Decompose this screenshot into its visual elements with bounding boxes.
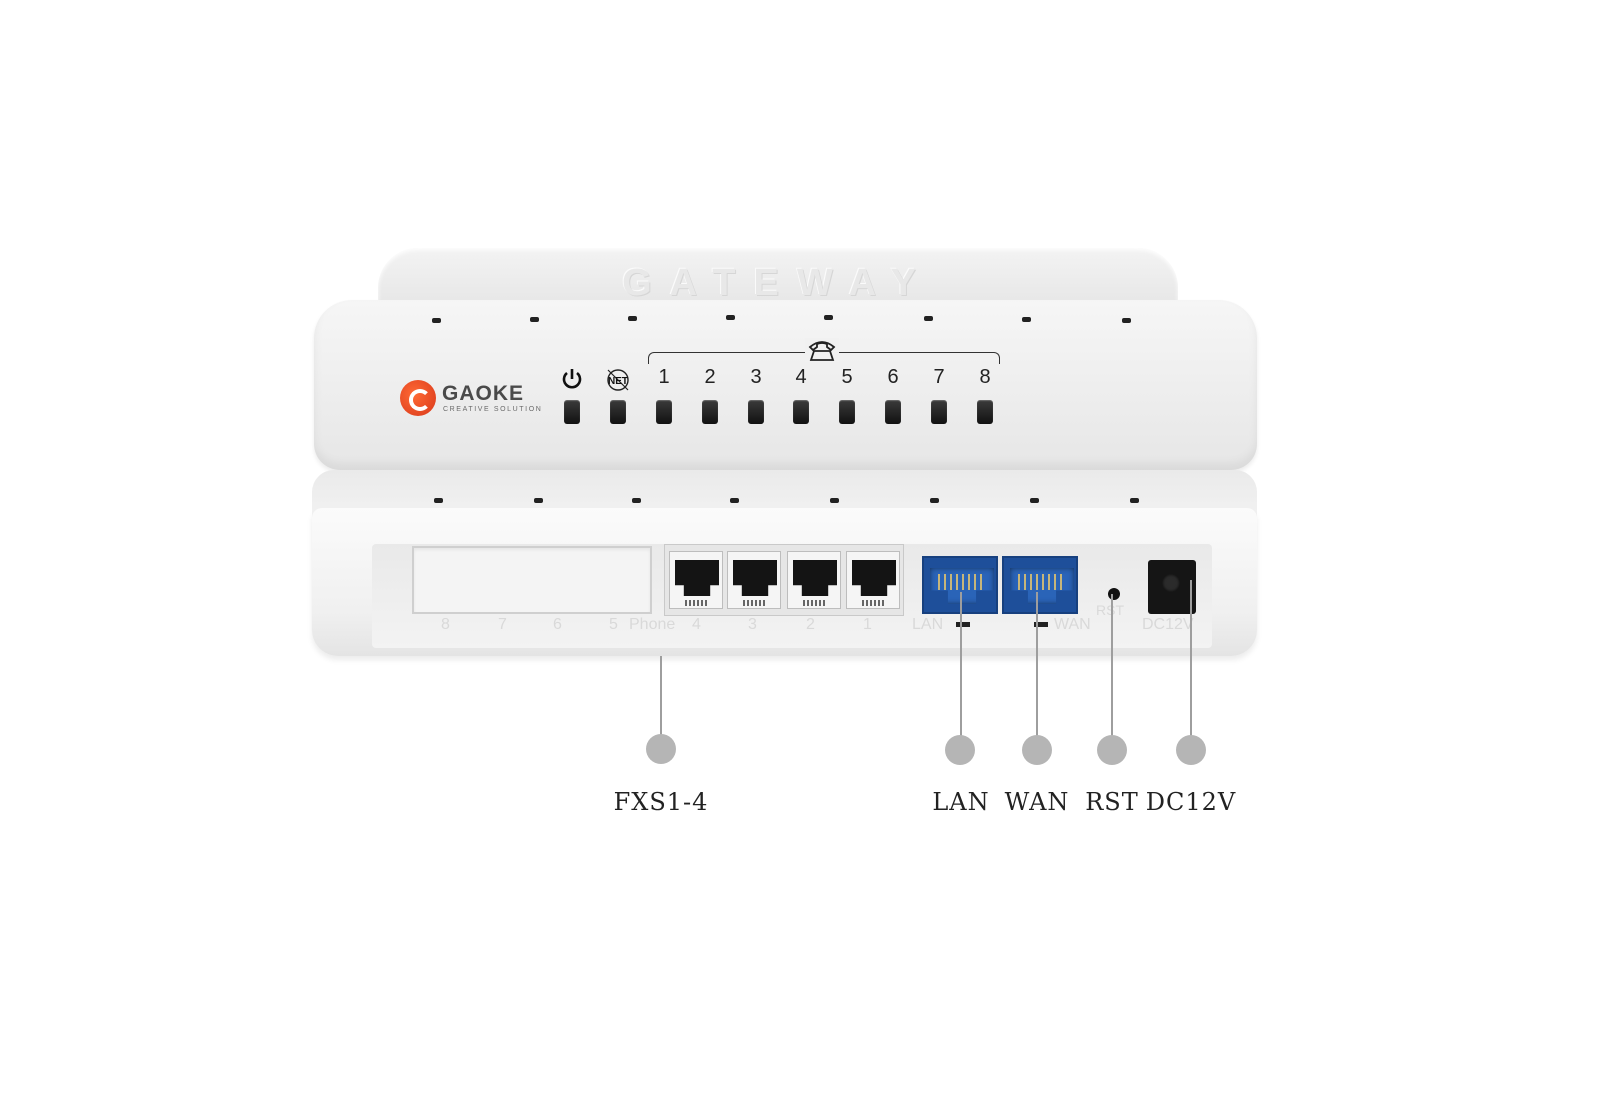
vent-slot <box>628 316 637 321</box>
led-line-7 <box>931 400 947 424</box>
callout-line-dc <box>1190 580 1192 748</box>
logo-mark-icon <box>400 380 436 416</box>
vent-slot <box>530 317 539 322</box>
callout-dot-fxs <box>646 734 676 764</box>
fxs-port-3[interactable] <box>727 551 781 609</box>
lan-led <box>956 622 970 627</box>
vent-slot <box>1130 498 1139 503</box>
indicator-line-2: 2 <box>698 358 722 428</box>
rear-label-1: 1 <box>863 616 872 633</box>
callout-dot-lan <box>945 735 975 765</box>
led-line-4 <box>793 400 809 424</box>
rear-label-lan: LAN <box>912 616 944 633</box>
vent-slot <box>830 498 839 503</box>
brand-tagline: CREATIVE SOLUTION <box>443 406 543 413</box>
vent-slot <box>824 315 833 320</box>
indicator-line-1: 1 <box>652 358 676 428</box>
blank-expansion-plate <box>412 546 652 614</box>
callout-label-wan: WAN <box>1004 788 1070 816</box>
indicator-row: NET 1 2 3 4 5 <box>560 358 1020 428</box>
rear-label-7: 7 <box>498 616 507 633</box>
rear-label-3: 3 <box>748 616 757 633</box>
rear-label-2: 2 <box>806 616 815 633</box>
vent-slot <box>726 315 735 320</box>
indicator-line-8: 8 <box>973 358 997 428</box>
dc-power-jack[interactable] <box>1148 560 1196 614</box>
vent-slot <box>434 498 443 503</box>
indicator-label: 7 <box>933 366 945 388</box>
vent-slot <box>730 498 739 503</box>
vent-slot <box>534 498 543 503</box>
indicator-label: 8 <box>979 366 991 388</box>
vent-slot <box>1030 498 1039 503</box>
indicator-label: 4 <box>795 366 807 388</box>
rear-label-5: 5 <box>609 616 618 633</box>
callout-label-lan: LAN <box>932 788 990 816</box>
led-line-2 <box>702 400 718 424</box>
fxs-port-1[interactable] <box>846 551 900 609</box>
power-icon <box>560 366 584 398</box>
rear-label-rst: RST <box>1096 602 1124 618</box>
led-line-3 <box>748 400 764 424</box>
lan-port[interactable] <box>922 556 998 614</box>
callout-label-rst: RST <box>1085 788 1139 816</box>
callout-dot-rst <box>1097 735 1127 765</box>
vent-slot <box>432 318 441 323</box>
reset-button[interactable] <box>1108 588 1120 600</box>
rear-label-wan: WAN <box>1054 616 1091 633</box>
rear-label-phone: Phone <box>629 616 676 633</box>
callout-line-rst <box>1111 594 1113 748</box>
wan-led <box>1034 622 1048 627</box>
callout-line-lan <box>960 592 962 748</box>
indicator-label: 3 <box>750 366 762 388</box>
led-net <box>610 400 626 424</box>
vent-slot <box>930 498 939 503</box>
callout-dot-wan <box>1022 735 1052 765</box>
brand-name: GAOKE <box>442 382 525 405</box>
rear-label-8: 8 <box>441 616 450 633</box>
callout-label-fxs: FXS1-4 <box>613 788 709 816</box>
lid-emboss-text: GATEWAY <box>622 262 934 304</box>
indicator-line-6: 6 <box>881 358 905 428</box>
brand-logo: GAOKE CREATIVE SOLUTION <box>400 380 560 420</box>
net-globe-icon: NET <box>606 366 630 400</box>
net-label: NET <box>608 376 628 387</box>
fxs-port-4[interactable] <box>669 551 723 609</box>
led-line-5 <box>839 400 855 424</box>
led-line-8 <box>977 400 993 424</box>
rear-panel: 8 7 6 5 Phone 4 3 2 1 LAN WAN RST DC12V <box>312 498 1257 656</box>
callout-label-dc: DC12V <box>1145 788 1237 816</box>
device-front-panel: GAOKE CREATIVE SOLUTION <box>314 300 1257 470</box>
rear-label-dc: DC12V <box>1142 616 1194 633</box>
vent-slot <box>924 316 933 321</box>
indicator-line-5: 5 <box>835 358 859 428</box>
telephone-icon <box>805 338 839 362</box>
led-line-6 <box>885 400 901 424</box>
led-line-1 <box>656 400 672 424</box>
fxs-port-block <box>664 544 904 616</box>
indicator-label: 2 <box>704 366 716 388</box>
rear-label-4: 4 <box>692 616 701 633</box>
wan-port[interactable] <box>1002 556 1078 614</box>
indicator-line-7: 7 <box>927 358 951 428</box>
vent-slot <box>1122 318 1131 323</box>
callout-line-fxs <box>660 656 662 748</box>
fxs-port-2[interactable] <box>787 551 841 609</box>
indicator-net: NET <box>606 358 630 428</box>
callout-line-wan <box>1036 592 1038 748</box>
indicator-label: 1 <box>658 366 670 388</box>
vent-slot <box>1022 317 1031 322</box>
rear-label-6: 6 <box>553 616 562 633</box>
indicator-line-3: 3 <box>744 358 768 428</box>
indicator-label: 5 <box>841 366 853 388</box>
callout-dot-dc <box>1176 735 1206 765</box>
indicator-label: 6 <box>887 366 899 388</box>
vent-slot <box>632 498 641 503</box>
indicator-line-4: 4 <box>789 358 813 428</box>
indicator-power <box>560 358 584 428</box>
led-power <box>564 400 580 424</box>
